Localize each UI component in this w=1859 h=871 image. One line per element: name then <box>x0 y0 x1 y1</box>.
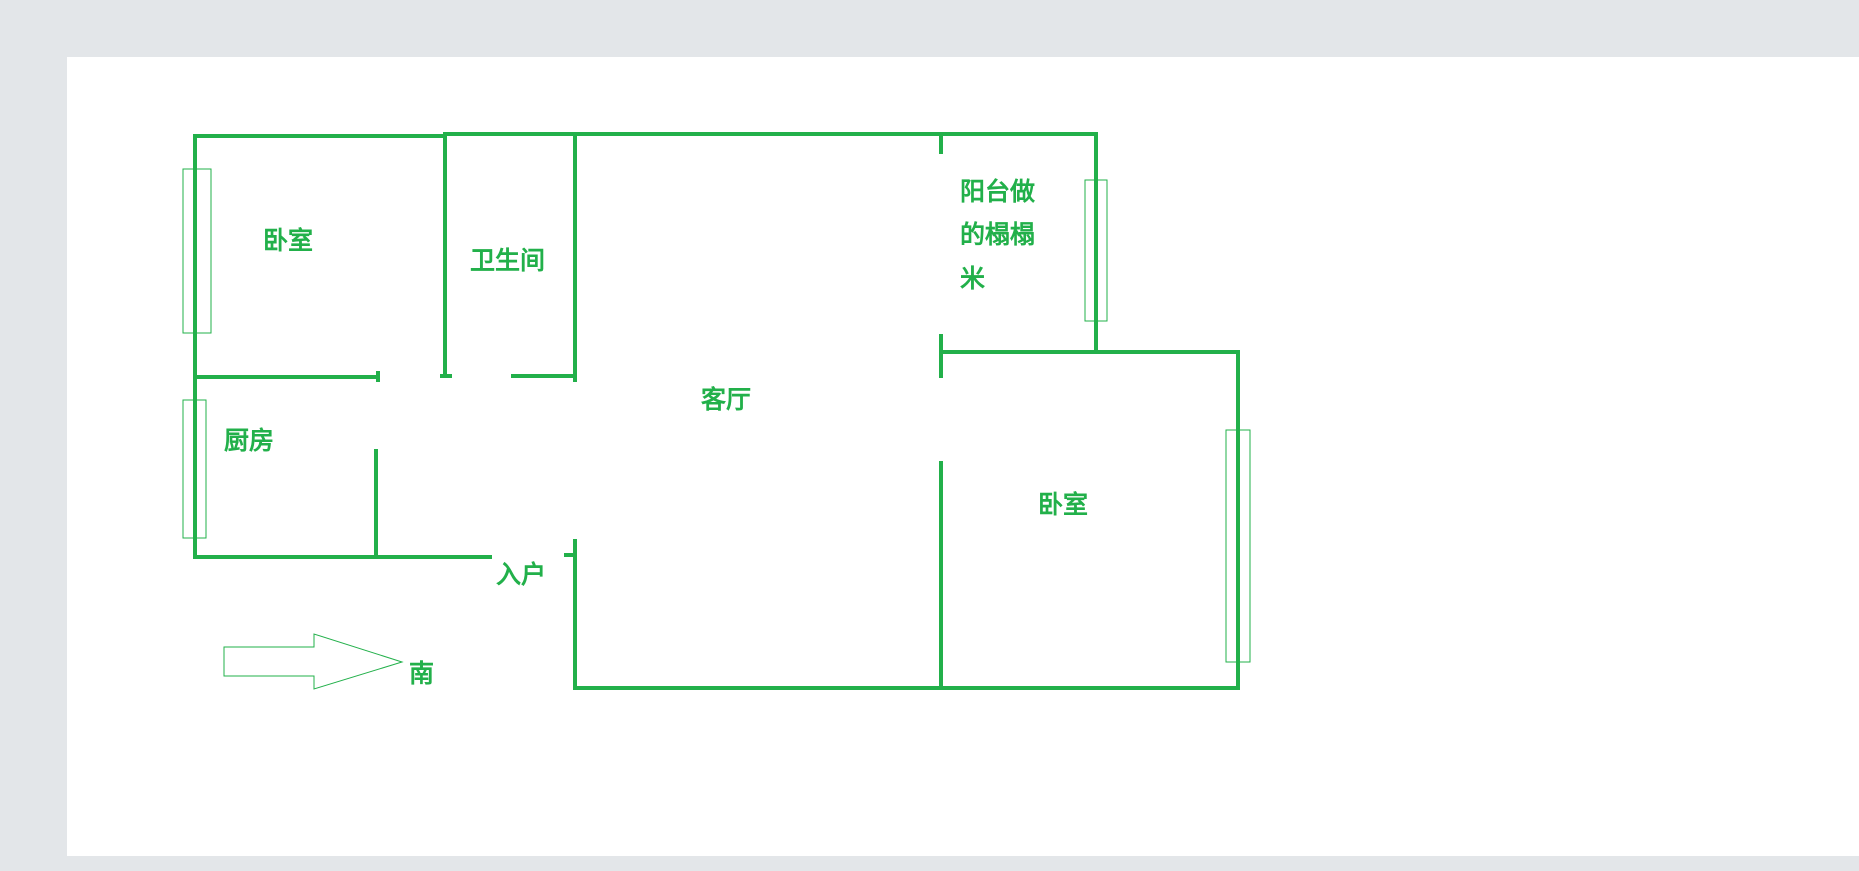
label-balcony-line2: 的榻榻 <box>960 220 1035 249</box>
drawing-paper <box>67 57 1859 856</box>
label-kitchen: 厨房 <box>224 426 274 455</box>
label-entrance: 入户 <box>496 560 546 589</box>
label-bedroom-north: 卧室 <box>263 226 313 255</box>
label-balcony-line1: 阳台做 <box>960 177 1035 206</box>
label-bedroom-south: 卧室 <box>1038 490 1088 519</box>
label-balcony-line3: 米 <box>960 265 986 293</box>
label-bathroom: 卫生间 <box>470 247 545 275</box>
label-compass-direction: 南 <box>409 660 434 688</box>
label-living-room: 客厅 <box>701 385 751 414</box>
arrow-right-icon <box>223 633 404 690</box>
